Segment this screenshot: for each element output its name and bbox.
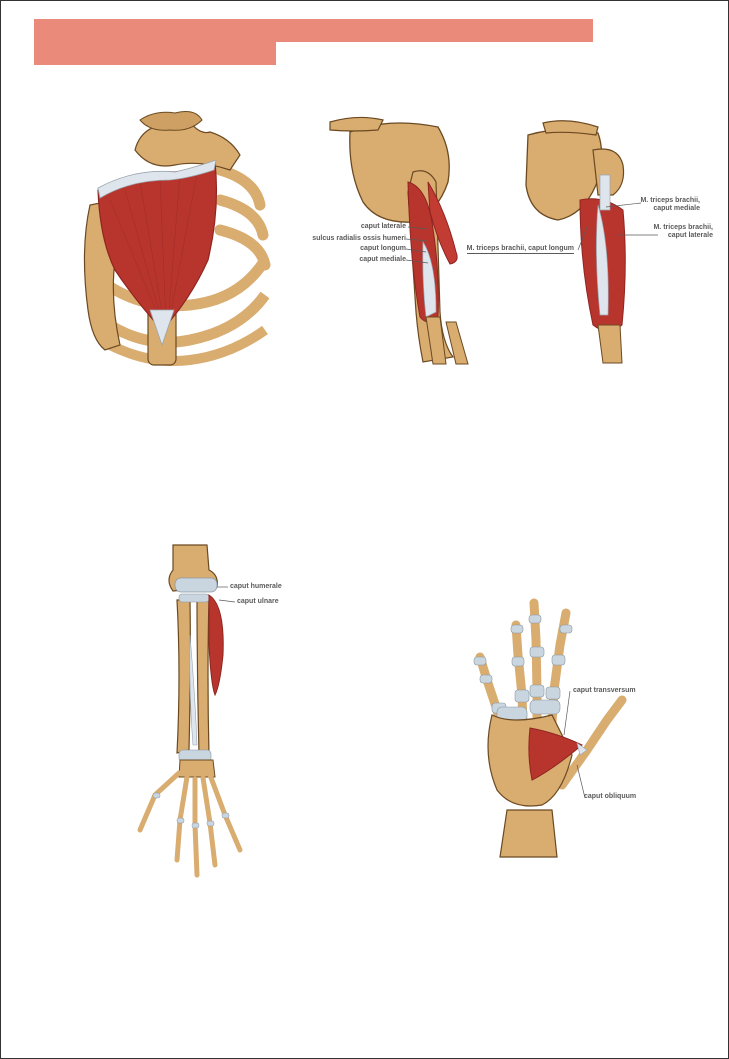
label-triceps-mediale-2: caput mediale xyxy=(653,205,700,212)
chest-muscle-illustration xyxy=(83,111,271,366)
label-caput-transversum: caput transversum xyxy=(573,687,636,694)
label-caput-mediale: caput mediale xyxy=(359,256,406,263)
label-triceps-longum: M. triceps brachii, caput longum xyxy=(466,245,574,254)
label-caput-longum: caput longum xyxy=(360,245,406,252)
forearm-illustration xyxy=(137,544,243,878)
upper-arm-posterior-illustration xyxy=(525,120,658,364)
upper-arm-lateral-illustration xyxy=(329,116,469,365)
label-triceps-laterale-1: M. triceps brachii, xyxy=(653,224,713,231)
label-caput-humerale: caput humerale xyxy=(230,583,282,590)
label-caput-laterale: caput laterale xyxy=(360,223,406,230)
label-caput-obliquum: caput obliquum xyxy=(584,793,637,800)
label-triceps-laterale-2: caput laterale xyxy=(667,232,713,239)
label-triceps-mediale-1: M. triceps brachii, xyxy=(640,197,700,204)
title-band-top xyxy=(34,19,593,42)
hand-illustration xyxy=(473,598,627,858)
label-sulcus-radialis: sulcus radialis ossis humeri xyxy=(312,235,406,242)
label-caput-ulnare: caput ulnare xyxy=(237,598,279,605)
title-band-bottom xyxy=(34,42,276,65)
